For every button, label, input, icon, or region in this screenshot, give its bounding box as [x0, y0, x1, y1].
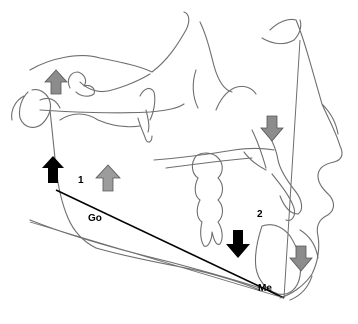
- maxillary-tooth-outline: [140, 89, 155, 132]
- nasal-outline: [262, 19, 301, 43]
- region-1-label: 1: [78, 175, 84, 186]
- gonion-label: Go: [88, 213, 102, 224]
- arrow-up-gray-ramus: [45, 70, 67, 94]
- pterygomaxillary-outline: [193, 70, 198, 108]
- sella-outline: [68, 72, 94, 96]
- condyle-outline: [19, 90, 50, 128]
- zygoma-outline: [216, 86, 256, 110]
- ear-region-outline: [12, 96, 60, 120]
- chin-soft-tissue: [290, 276, 312, 300]
- orbit-outline: [200, 22, 232, 92]
- upper-incisor-outline: [262, 128, 302, 214]
- arrow-up-black-gonial: [42, 156, 64, 183]
- arrow-down-black-symphysis: [226, 230, 250, 258]
- anterior-maxilla-outline: [244, 130, 266, 170]
- coronoid-outline: [60, 114, 140, 127]
- occlusal-plane-outline-2: [166, 158, 252, 168]
- region-2-label: 2: [257, 209, 263, 220]
- arrow-down-gray-chin: [290, 246, 312, 271]
- reference-baseline: [30, 222, 284, 298]
- lower-molar-outline: [192, 153, 222, 246]
- arrow-up-gray-molar: [96, 165, 120, 191]
- upper-molar-small: [138, 118, 152, 142]
- arrow-down-gray-incisor: [261, 116, 283, 141]
- palatal-outline: [40, 104, 184, 113]
- mandible-inner-border: [30, 220, 260, 288]
- soft-tissue-profile: [280, 20, 342, 298]
- menton-label: Me: [258, 283, 272, 294]
